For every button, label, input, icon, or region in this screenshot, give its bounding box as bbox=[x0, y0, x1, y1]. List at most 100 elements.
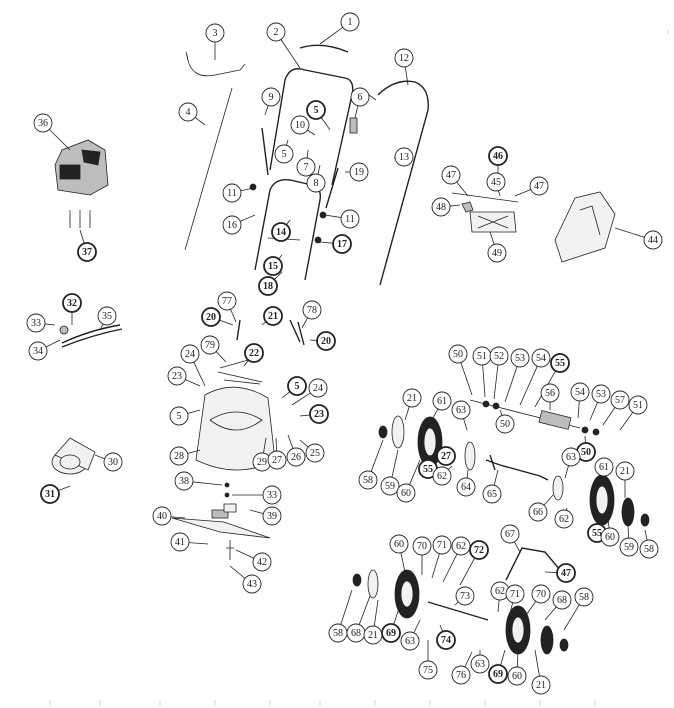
callout-54: 54 bbox=[570, 382, 590, 402]
callout-17: 17 bbox=[332, 234, 352, 254]
callout-47: 47 bbox=[556, 563, 576, 583]
callout-number: 63 bbox=[475, 659, 485, 670]
callout-12: 12 bbox=[394, 48, 414, 68]
callout-circle bbox=[178, 102, 198, 122]
callout-42: 42 bbox=[252, 552, 272, 572]
callout-circle bbox=[103, 452, 123, 472]
callout-number: 32 bbox=[67, 298, 77, 309]
callout-63: 63 bbox=[470, 654, 490, 674]
callout-circle bbox=[290, 115, 310, 135]
callout-70: 70 bbox=[531, 584, 551, 604]
callout-circle bbox=[252, 552, 272, 572]
leader-line bbox=[219, 319, 234, 326]
callout-number: 55 bbox=[555, 358, 565, 369]
callout-circle bbox=[170, 532, 190, 552]
leader-line bbox=[466, 469, 469, 479]
leader-line bbox=[187, 409, 201, 414]
callout-circle bbox=[436, 630, 456, 650]
callout-54: 54 bbox=[531, 348, 551, 368]
leader-line bbox=[454, 601, 459, 606]
callout-number: 40 bbox=[157, 511, 167, 522]
leader-line bbox=[460, 362, 473, 396]
callout-circle bbox=[309, 404, 329, 424]
leader-lines bbox=[44, 26, 648, 677]
leader-line bbox=[49, 129, 71, 151]
callout-number: 56 bbox=[545, 388, 555, 399]
callout-19: 19 bbox=[349, 162, 369, 182]
leader-line bbox=[58, 485, 71, 492]
callout-75: 75 bbox=[418, 660, 438, 680]
leader-line bbox=[170, 516, 186, 519]
leader-line bbox=[263, 437, 267, 454]
callout-44: 44 bbox=[643, 230, 663, 250]
cable-part bbox=[184, 51, 246, 251]
callout-number: 33 bbox=[31, 318, 41, 329]
callout-circle bbox=[456, 477, 476, 497]
callout-number: 67 bbox=[505, 529, 515, 540]
callout-circle bbox=[261, 87, 281, 107]
callout-10: 10 bbox=[290, 115, 310, 135]
callout-circle bbox=[432, 466, 452, 486]
callout-45: 45 bbox=[486, 172, 506, 192]
callout-number: 19 bbox=[354, 167, 364, 178]
callout-number: 21 bbox=[536, 680, 546, 691]
callout-40: 40 bbox=[152, 506, 172, 526]
callout-25: 25 bbox=[305, 443, 325, 463]
leader-line bbox=[187, 449, 201, 454]
callout-26: 26 bbox=[286, 447, 306, 467]
callout-11: 11 bbox=[222, 183, 242, 203]
callout-21: 21 bbox=[615, 461, 635, 481]
leader-line bbox=[240, 187, 254, 192]
callout-circle bbox=[556, 563, 576, 583]
callout-number: 12 bbox=[399, 53, 409, 64]
callout-circle bbox=[488, 664, 508, 684]
callout-62: 62 bbox=[432, 466, 452, 486]
callout-61: 61 bbox=[432, 391, 452, 411]
leader-line bbox=[299, 439, 309, 448]
callout-number: 25 bbox=[310, 448, 320, 459]
callout-number: 5 bbox=[314, 105, 319, 116]
callout-46: 46 bbox=[488, 146, 508, 166]
callout-68: 68 bbox=[552, 590, 572, 610]
callout-circle bbox=[531, 584, 551, 604]
callout-circle bbox=[381, 623, 401, 643]
grass-bag-frame-part bbox=[451, 192, 519, 233]
leader-line bbox=[287, 434, 294, 449]
callout-circle bbox=[507, 666, 527, 686]
callout-circle bbox=[263, 306, 283, 326]
callout-circle bbox=[531, 348, 551, 368]
callout-circle bbox=[448, 344, 468, 364]
leader-line bbox=[319, 241, 334, 244]
front-axle-part bbox=[485, 454, 549, 481]
callout-number: 63 bbox=[456, 405, 466, 416]
leader-line bbox=[391, 449, 399, 478]
callout-48: 48 bbox=[431, 197, 451, 217]
callout-circle bbox=[600, 527, 620, 547]
callout-circle bbox=[394, 147, 414, 167]
callout-28: 28 bbox=[169, 446, 189, 466]
callout-number: 51 bbox=[633, 400, 643, 411]
callout-circle bbox=[610, 390, 630, 410]
callout-circle bbox=[380, 476, 400, 496]
leader-line bbox=[464, 651, 473, 668]
leader-line bbox=[79, 229, 85, 244]
callout-number: 60 bbox=[401, 488, 411, 499]
callout-number: 71 bbox=[437, 540, 447, 551]
leader-line bbox=[264, 105, 269, 116]
callout-34: 34 bbox=[28, 341, 48, 361]
callout-27: 27 bbox=[436, 446, 456, 466]
callout-circle bbox=[266, 22, 286, 42]
callout-circle bbox=[615, 461, 635, 481]
callout-number: 41 bbox=[175, 537, 185, 548]
callout-41: 41 bbox=[170, 532, 190, 552]
leader-line bbox=[644, 529, 648, 541]
callout-67: 67 bbox=[500, 524, 520, 544]
callout-5: 5 bbox=[169, 406, 189, 426]
callout-57: 57 bbox=[610, 390, 630, 410]
callout-61: 61 bbox=[594, 457, 614, 477]
callout-11: 11 bbox=[340, 209, 360, 229]
callout-number: 38 bbox=[179, 476, 189, 487]
callout-number: 63 bbox=[566, 452, 576, 463]
callout-31: 31 bbox=[40, 484, 60, 504]
callout-22: 22 bbox=[244, 343, 264, 363]
